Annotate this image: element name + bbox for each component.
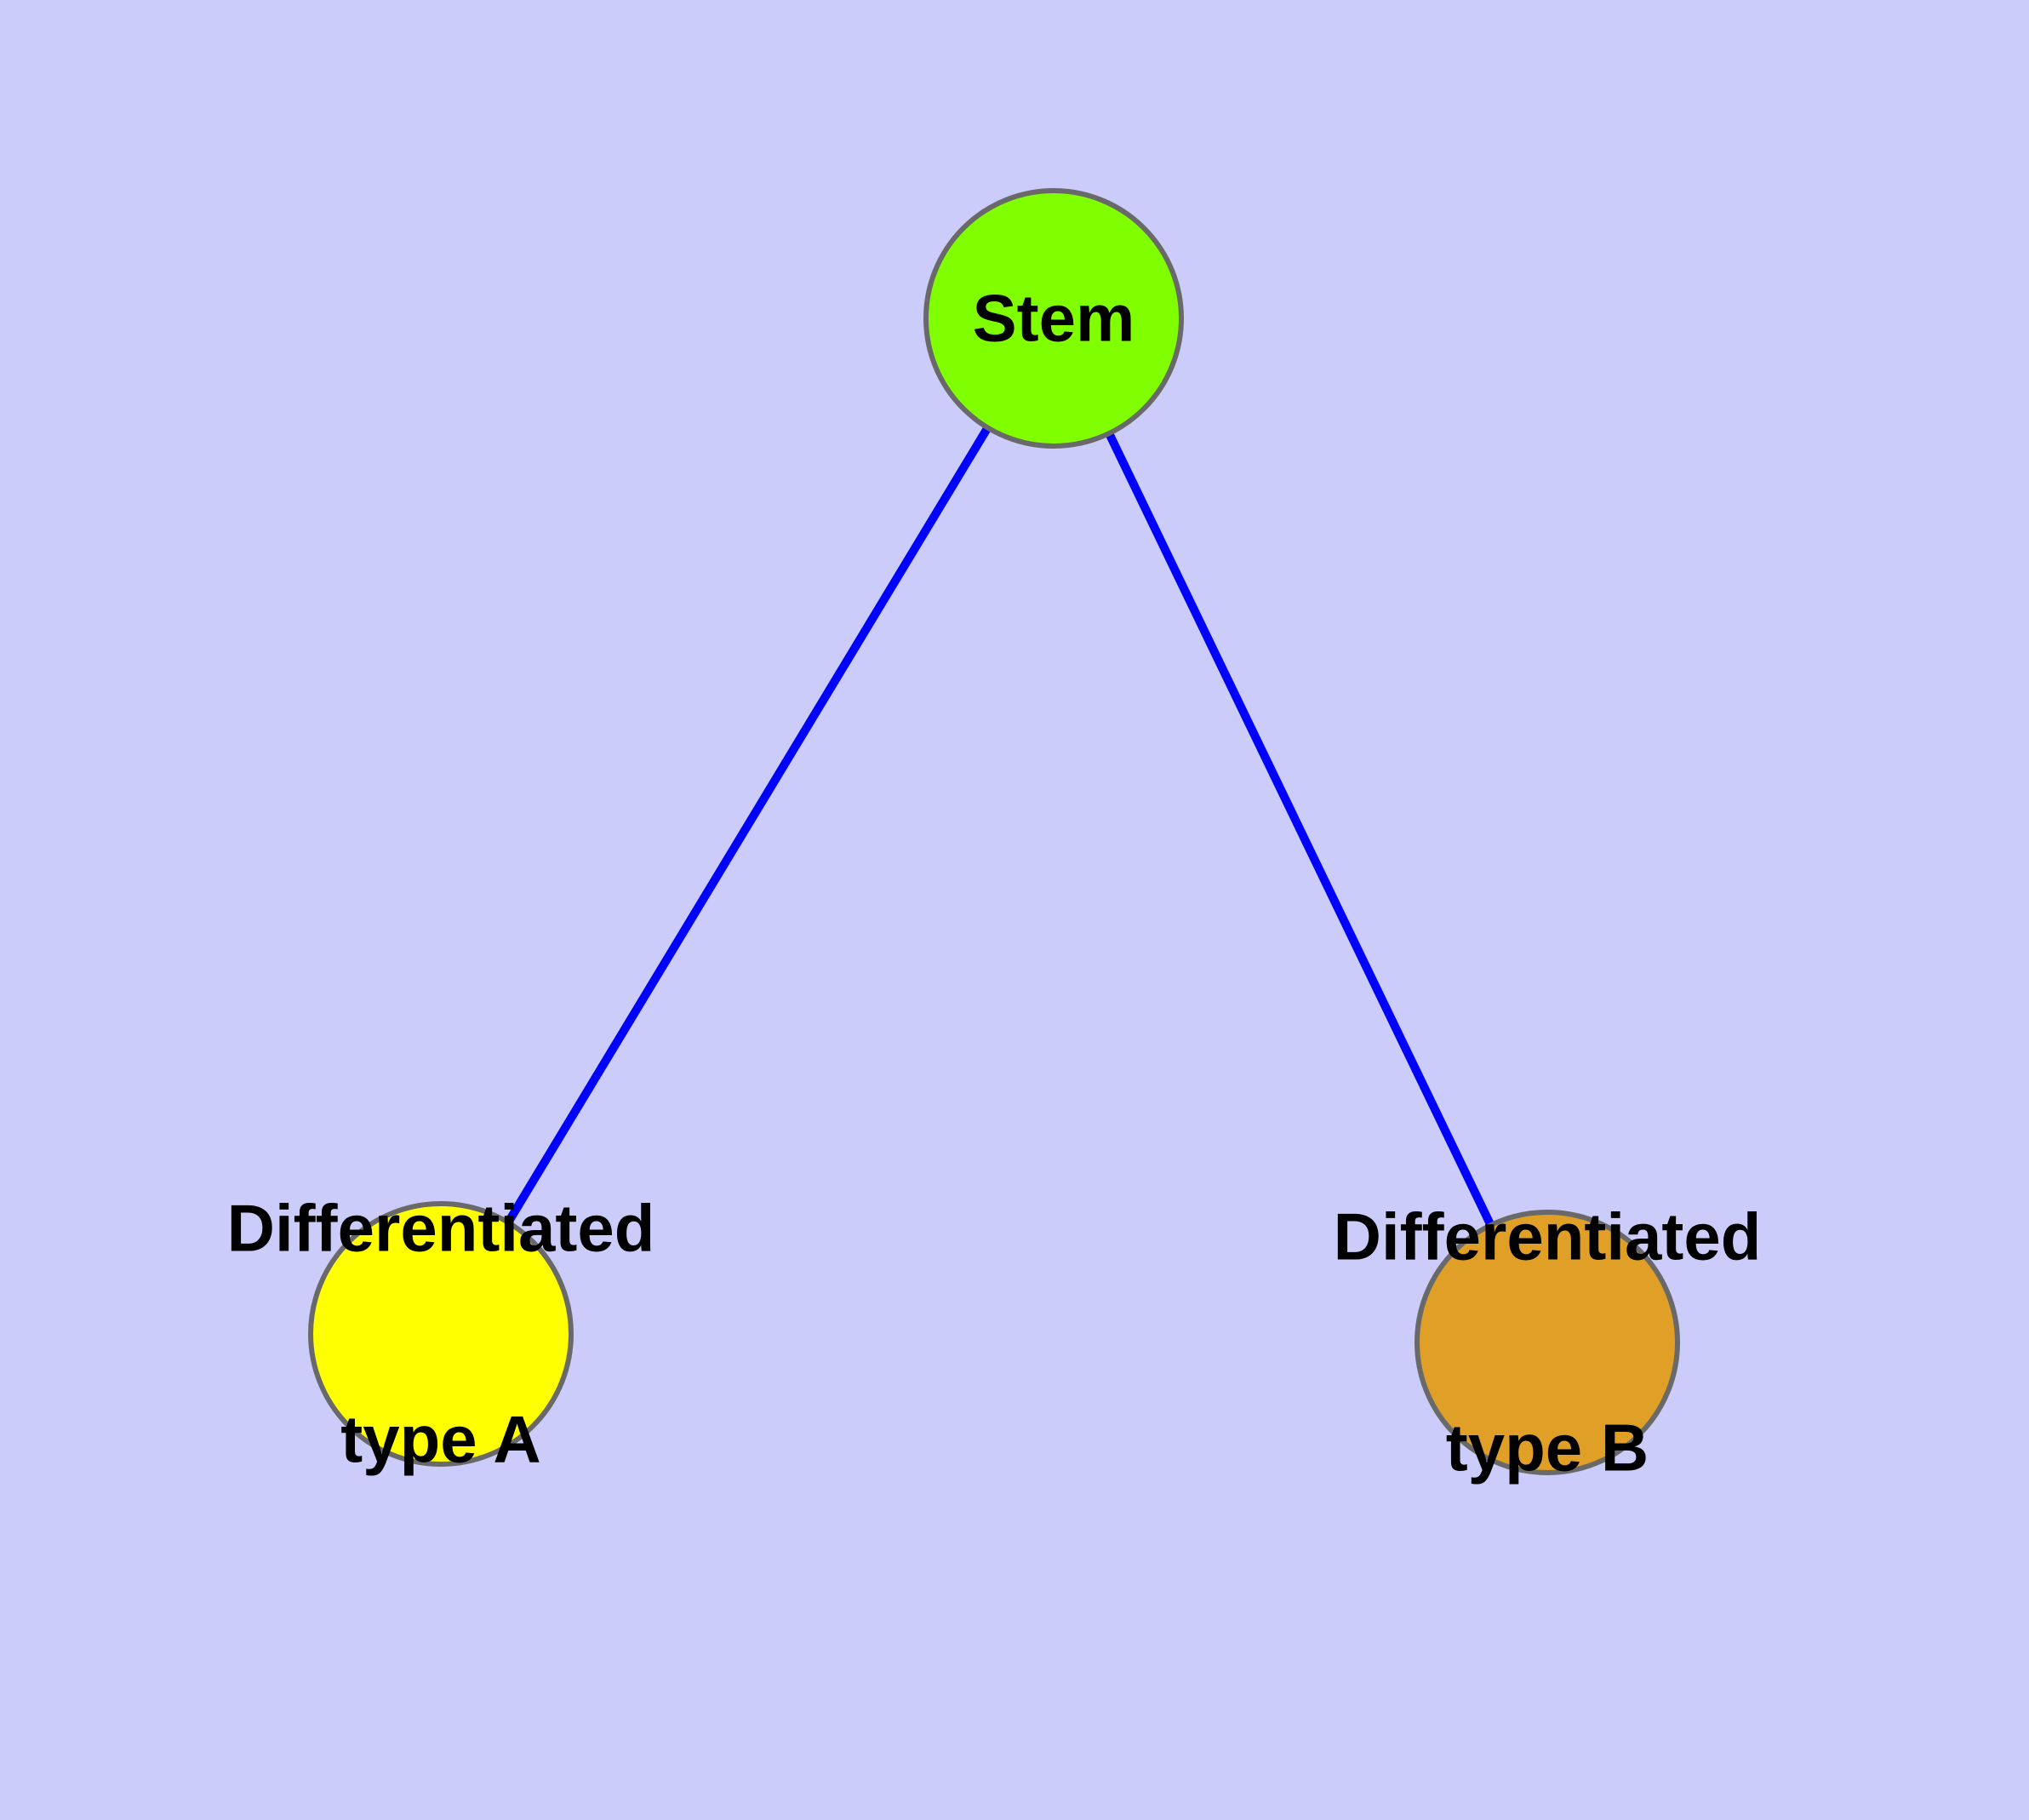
node-stem[interactable] — [923, 188, 1184, 449]
edge-stem-to-differentiated-a[interactable] — [502, 422, 993, 1228]
node-differentiated-type-b[interactable] — [1415, 1210, 1680, 1475]
edge-stem-to-differentiated-b[interactable] — [1103, 428, 1496, 1230]
node-layer — [308, 188, 1680, 1475]
node-differentiated-type-a[interactable] — [308, 1201, 574, 1467]
edge-layer — [502, 422, 1496, 1230]
